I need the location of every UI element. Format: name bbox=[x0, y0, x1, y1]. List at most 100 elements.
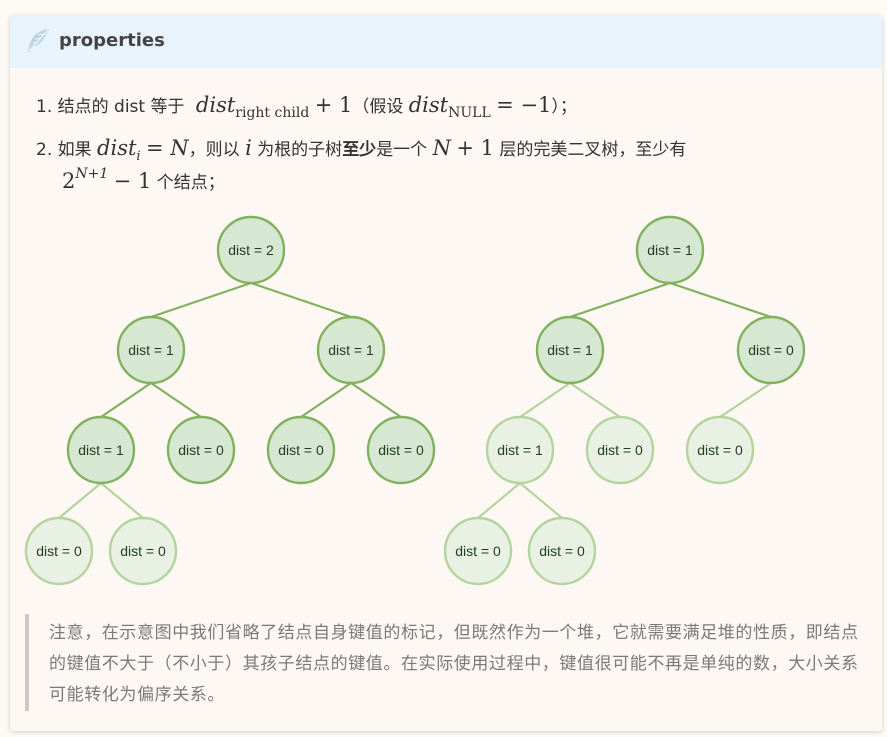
node-label: dist = 1 bbox=[547, 342, 593, 358]
node-label: dist = 1 bbox=[647, 242, 693, 258]
tree-node: dist = 2 bbox=[216, 215, 286, 285]
item-text: 层的完美二叉树，至少有 bbox=[499, 140, 687, 160]
math-subscript: right child bbox=[235, 105, 310, 121]
math-i: i bbox=[245, 136, 252, 160]
card-title: properties bbox=[59, 30, 165, 51]
tree-node: dist = 0 bbox=[108, 516, 178, 586]
node-label: dist = 1 bbox=[497, 442, 543, 458]
tree-diagram: dist = 2 dist = 1 dist = 1 dist = 1 dist = 0… bbox=[24, 215, 806, 586]
item-text: （假设 bbox=[352, 97, 404, 117]
tree-node: dist = 0 bbox=[685, 415, 755, 485]
node-circle bbox=[736, 315, 806, 385]
tree-edge bbox=[519, 482, 563, 519]
math-n: N bbox=[170, 136, 189, 160]
tree-node: dist = 0 bbox=[443, 516, 513, 586]
tree-edge bbox=[300, 382, 352, 418]
math-minus-one: − 1 bbox=[113, 169, 152, 193]
tree-node: dist = 1 bbox=[635, 215, 705, 285]
tree-node: dist = 0 bbox=[266, 415, 336, 485]
node-label: dist = 0 bbox=[378, 442, 424, 458]
math-two: 2 bbox=[62, 169, 76, 193]
node-circle bbox=[108, 516, 178, 586]
node-circle bbox=[166, 415, 236, 485]
tree-node: dist = 0 bbox=[366, 415, 436, 485]
note-text: 注意，在示意图中我们省略了结点自身键值的标记，但既然作为一个堆，它就需要满足堆的… bbox=[49, 623, 859, 705]
tree-node: dist = 0 bbox=[527, 516, 597, 586]
note-blockquote: 注意，在示意图中我们省略了结点自身键值的标记，但既然作为一个堆，它就需要满足堆的… bbox=[25, 614, 871, 711]
list-item-1: 1. 结点的 dist 等于 distright child + 1（假设 di… bbox=[36, 92, 577, 121]
math-dist: dist bbox=[408, 93, 449, 117]
node-circle bbox=[585, 415, 655, 485]
tree-node: dist = 0 bbox=[24, 516, 94, 586]
node-label: dist = 0 bbox=[697, 442, 743, 458]
emphasis-text: 至少 bbox=[342, 140, 377, 160]
right-tree: dist = 1 dist = 1 dist = 0 dist = 1 dist = 0… bbox=[443, 215, 806, 586]
tree-edge bbox=[100, 382, 152, 418]
node-circle bbox=[266, 415, 336, 485]
card-header: properties bbox=[10, 15, 882, 68]
node-circle bbox=[535, 315, 605, 385]
tree-edge bbox=[58, 482, 102, 519]
node-circle bbox=[485, 415, 555, 485]
node-circle bbox=[216, 215, 286, 285]
math-dist: dist bbox=[97, 136, 137, 160]
properties-card: properties 1. 结点的 dist 等于 distright chil… bbox=[10, 15, 882, 731]
node-label: dist = 0 bbox=[36, 543, 82, 559]
tree-edge bbox=[519, 382, 571, 418]
item-number: 1. bbox=[36, 97, 53, 117]
item-text: 为根的子树 bbox=[257, 140, 343, 160]
feather-icon bbox=[28, 29, 49, 52]
math-plus-one: + 1 bbox=[456, 136, 495, 160]
list-item-2: 2. 如果 disti = N，则以 i 为根的子树至少是一个 N + 1 层的… bbox=[36, 135, 687, 164]
tree-edge bbox=[250, 281, 352, 319]
tree-edge bbox=[100, 482, 144, 519]
item-text: ，则以 bbox=[188, 140, 240, 160]
tree-edge bbox=[150, 382, 202, 418]
item-number: 2. bbox=[36, 140, 53, 160]
node-circle bbox=[66, 415, 136, 485]
item-text: 如果 bbox=[57, 140, 92, 160]
item-text: 是一个 bbox=[376, 140, 428, 160]
item-text: 个结点； bbox=[156, 173, 225, 193]
tree-edge bbox=[150, 281, 252, 319]
tree-node: dist = 0 bbox=[585, 415, 655, 485]
tree-edge bbox=[569, 281, 671, 319]
node-circle bbox=[527, 516, 597, 586]
node-label: dist = 0 bbox=[178, 442, 224, 458]
math-equals: = bbox=[146, 136, 171, 160]
node-label: dist = 0 bbox=[278, 442, 324, 458]
math-subscript: i bbox=[136, 149, 141, 164]
node-label: dist = 1 bbox=[128, 342, 174, 358]
tree-edge bbox=[477, 482, 521, 519]
item-text: ）； bbox=[551, 97, 577, 117]
node-label: dist = 2 bbox=[228, 242, 274, 258]
node-label: dist = 0 bbox=[120, 543, 166, 559]
node-circle bbox=[685, 415, 755, 485]
tree-edge bbox=[669, 281, 772, 319]
math-equals: = −1 bbox=[496, 93, 552, 117]
node-label: dist = 0 bbox=[597, 442, 643, 458]
math-n: N bbox=[432, 136, 451, 160]
math-dist: dist bbox=[195, 93, 236, 117]
tree-node: dist = 1 bbox=[485, 415, 555, 485]
tree-node: dist = 0 bbox=[166, 415, 236, 485]
tree-node: dist = 1 bbox=[535, 315, 605, 385]
node-circle bbox=[443, 516, 513, 586]
tree-edge bbox=[569, 382, 621, 418]
node-label: dist = 1 bbox=[78, 442, 124, 458]
tree-edge bbox=[719, 382, 772, 418]
node-label: dist = 0 bbox=[748, 342, 794, 358]
tree-node: dist = 1 bbox=[66, 415, 136, 485]
math-plus-one: + 1 bbox=[314, 93, 353, 117]
node-circle bbox=[316, 315, 386, 385]
node-circle bbox=[116, 315, 186, 385]
node-circle bbox=[635, 215, 705, 285]
node-label: dist = 0 bbox=[455, 543, 501, 559]
node-circle bbox=[24, 516, 94, 586]
node-circle bbox=[366, 415, 436, 485]
math-superscript: N+1 bbox=[75, 166, 109, 182]
node-label: dist = 0 bbox=[539, 543, 585, 559]
item-text: 结点的 dist 等于 bbox=[57, 97, 185, 117]
math-subscript: NULL bbox=[448, 105, 491, 121]
